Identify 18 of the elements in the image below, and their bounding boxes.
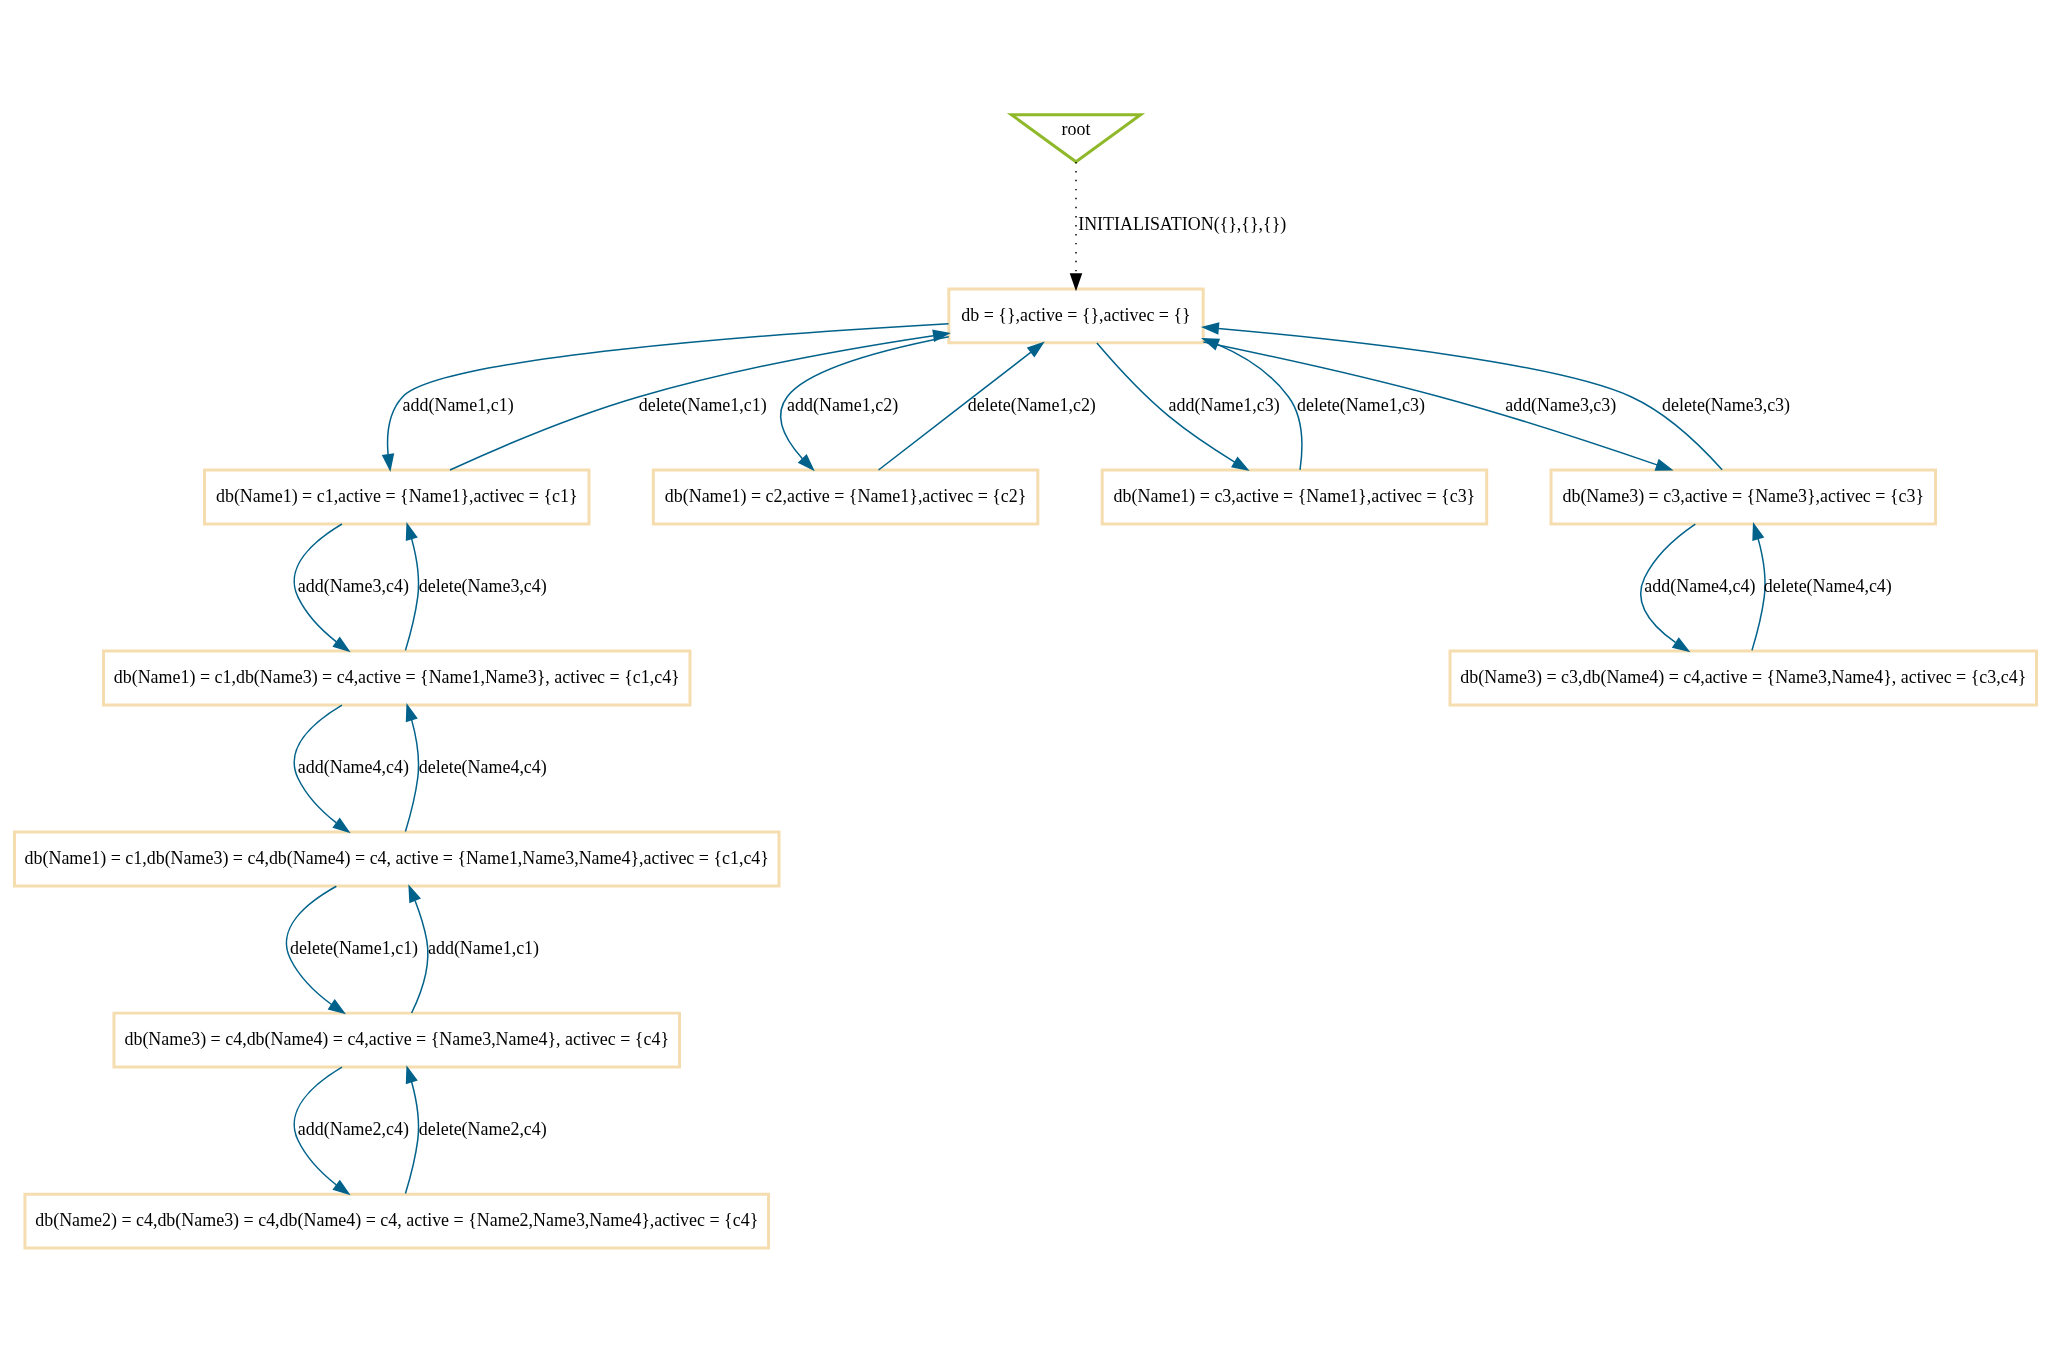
edge-label: add(Name2,c4): [297, 1119, 409, 1140]
edge-label: INITIALISATION({},{},{}): [1078, 214, 1287, 235]
edge-label: add(Name1,c1): [427, 938, 540, 959]
edge-label: delete(Name3,c3): [1662, 395, 1791, 416]
edge-label: delete(Name1,c1): [638, 395, 767, 416]
edge-label: add(Name3,c4): [297, 576, 409, 597]
edge-label: delete(Name1,c2): [967, 395, 1096, 416]
edge-label: add(Name1,c2): [787, 395, 899, 416]
edge-label: delete(Name1,c3): [1297, 395, 1425, 416]
edge-label: add(Name3,c3): [1505, 395, 1617, 416]
edge-label: add(Name4,c4): [1644, 576, 1756, 597]
edge-label: add(Name1,c3): [1168, 395, 1280, 416]
edge-label: add(Name4,c4): [297, 757, 409, 778]
edge-label: delete(Name3,c4): [418, 576, 547, 597]
edge-label: delete(Name2,c4): [418, 1119, 547, 1140]
edge-label: add(Name1,c1): [402, 395, 514, 416]
edge-label: delete(Name1,c1): [290, 938, 419, 959]
edge-label: delete(Name4,c4): [418, 757, 547, 778]
